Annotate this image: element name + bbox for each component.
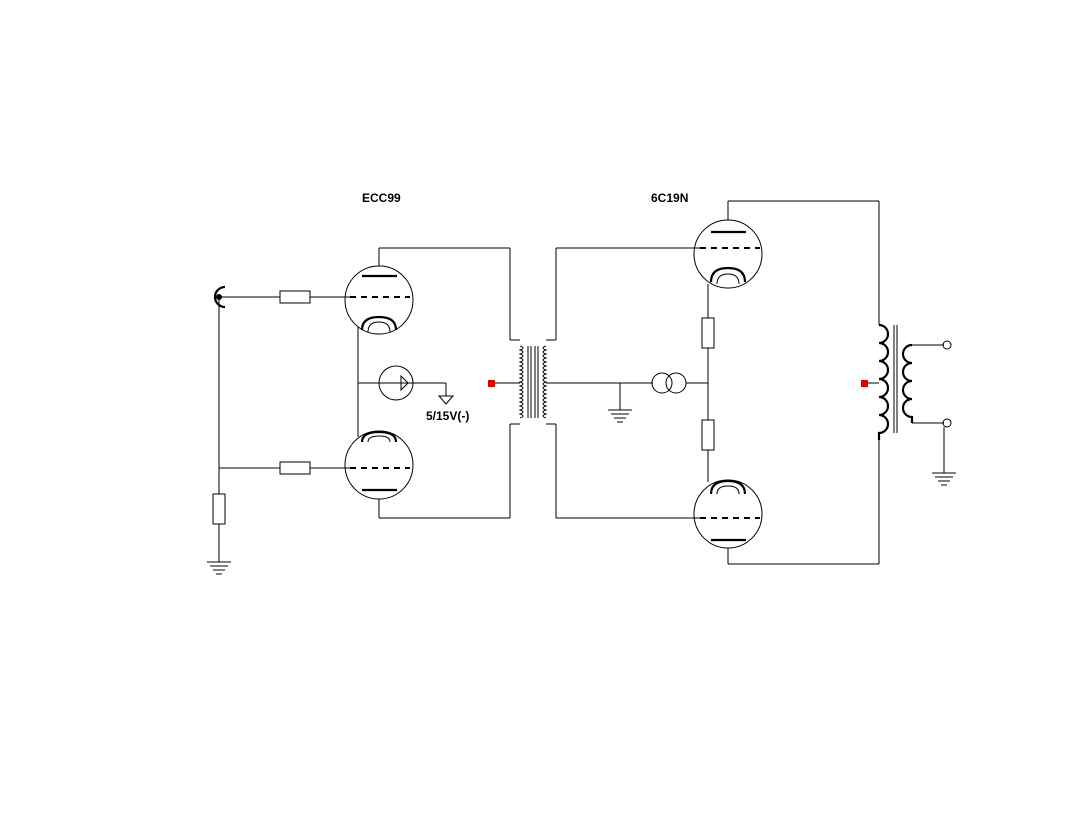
resistor-icon [701,419,715,451]
ground-icon [608,409,632,423]
bias-supply-label: 5/15V(-) [426,409,469,423]
current-source-icon [651,372,687,394]
transformer-icon [509,248,557,518]
terminal-icon[interactable] [942,340,952,350]
current-source-icon [378,365,414,401]
resistor-icon [701,317,715,349]
ground-icon [932,472,956,486]
triode-output-lower-icon [693,479,763,549]
resistor-icon [212,493,226,525]
driver-tube-label: ECC99 [362,191,401,205]
output-tube-label: 6C19N [651,191,688,205]
triode-upper-icon [344,265,414,335]
resistor-icon [279,461,311,475]
bias-terminal-icon [437,395,455,405]
ot-center-tap-marker [861,380,868,387]
terminal-icon[interactable] [942,418,952,428]
triode-output-upper-icon [693,219,763,289]
primary-center-tap-marker [488,380,495,387]
ground-icon [207,561,231,575]
transformer-icon [877,323,944,440]
resistor-icon [279,290,311,304]
triode-lower-icon [344,430,414,500]
